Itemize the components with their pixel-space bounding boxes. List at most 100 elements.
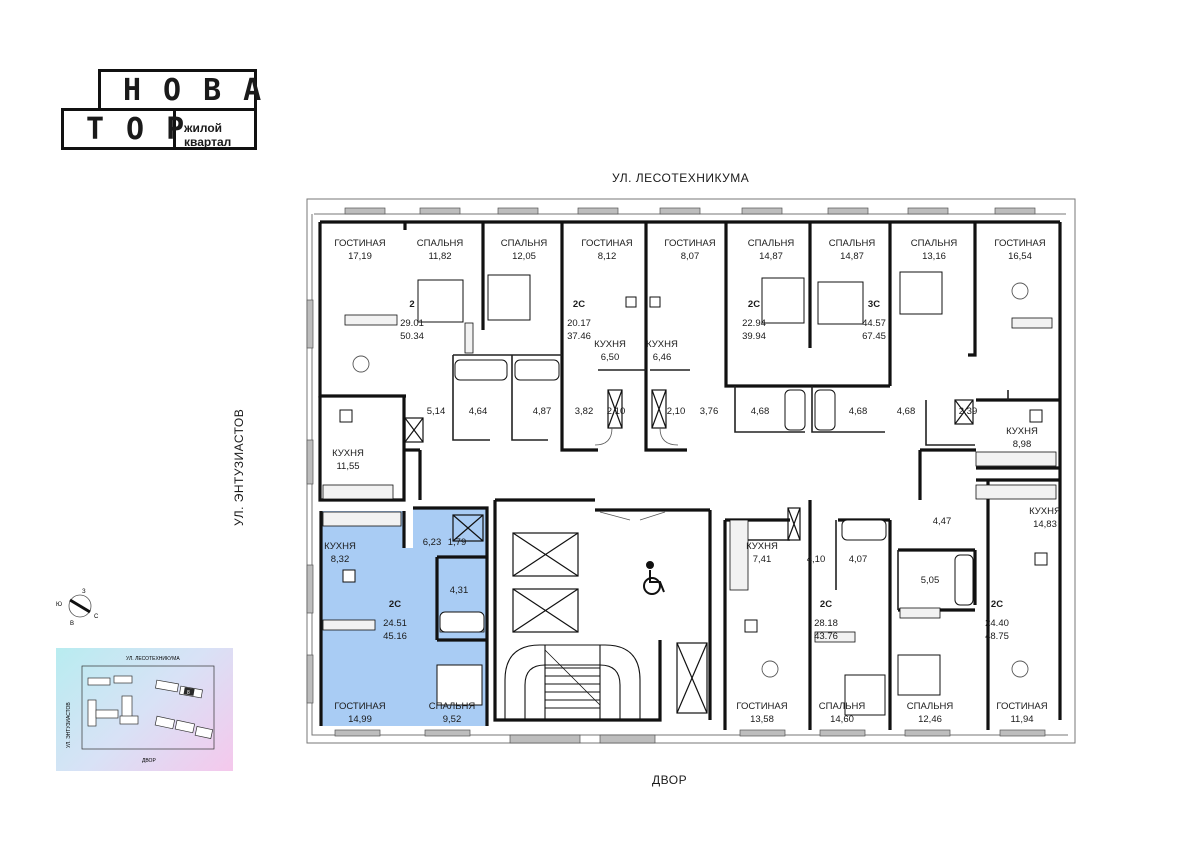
room-name: СПАЛЬНЯ xyxy=(906,701,954,712)
room-label: КУХНЯ 8,32 xyxy=(324,540,356,566)
wheelchair-icon xyxy=(643,561,665,595)
room-area: 14,83 xyxy=(1033,519,1057,530)
room-area: 14,99 xyxy=(348,714,372,725)
room-name: КУХНЯ xyxy=(746,541,778,552)
room-name: КУХНЯ xyxy=(1006,426,1038,437)
room-name: СПАЛЬНЯ xyxy=(910,238,958,249)
room-label: КУХНЯ 8,98 xyxy=(1006,425,1038,451)
room-name: СПАЛЬНЯ xyxy=(416,238,464,249)
room-name: ГОСТИНАЯ xyxy=(581,238,633,249)
room-label: СПАЛЬНЯ 14,87 xyxy=(829,237,875,263)
room-area: 17,19 xyxy=(348,251,372,262)
apartment-type: 2С xyxy=(572,299,586,310)
room-label: СПАЛЬНЯ 11,82 xyxy=(417,237,463,263)
minimap-bottom-label: ДВОР xyxy=(142,758,156,764)
room-area: 12,05 xyxy=(512,251,536,262)
room-name: КУХНЯ xyxy=(646,339,678,350)
room-name: КУХНЯ xyxy=(332,448,364,459)
area-label: 2,10 xyxy=(667,405,686,418)
area-label: 6,23 xyxy=(423,536,442,549)
area-value: 4,68 xyxy=(750,406,770,417)
room-name: СПАЛЬНЯ xyxy=(747,238,795,249)
apartment-type: 2С xyxy=(819,599,833,610)
logo-subtitle-line2: квартал xyxy=(184,135,232,149)
minimap: УЛ. ЛЕСОТЕХНИКУМА ДВОР УЛ. ЭНТУЗИАСТОВ 8 xyxy=(56,648,233,771)
area-label: 4,87 xyxy=(533,405,552,418)
compass-n: З xyxy=(82,589,86,595)
apartment-total-area: 45.16 xyxy=(383,631,407,642)
room-area: 14,60 xyxy=(830,714,854,725)
room-name: ГОСТИНАЯ xyxy=(996,701,1048,712)
area-value: 4,47 xyxy=(932,516,952,527)
apartment-type: 2 xyxy=(409,299,415,310)
room-name: ГОСТИНАЯ xyxy=(736,701,788,712)
room-area: 9,52 xyxy=(442,714,462,725)
room-label: КУХНЯ 14,83 xyxy=(1029,505,1061,531)
room-area: 8,07 xyxy=(680,251,700,262)
area-label: 2,39 xyxy=(959,405,978,418)
area-label: 5,14 xyxy=(427,405,446,418)
apartment-type: 2С xyxy=(747,299,761,310)
apartment-living-area: 24.51 xyxy=(383,618,407,629)
apartment-living-area: 29.01 xyxy=(400,318,424,329)
compass-e: С xyxy=(94,614,99,620)
room-area: 8,98 xyxy=(1012,439,1032,450)
area-value: 3,82 xyxy=(574,406,594,417)
area-value: 4,68 xyxy=(848,406,868,417)
apartment-type: 2С xyxy=(388,599,402,610)
street-top-label: УЛ. ЛЕСОТЕХНИКУМА xyxy=(612,171,750,185)
area-label: 4,68 xyxy=(897,405,916,418)
street-bottom-label: ДВОР xyxy=(652,773,688,787)
room-label: СПАЛЬНЯ 9,52 xyxy=(429,700,475,726)
room-area: 13,58 xyxy=(750,714,774,725)
area-label: 4,68 xyxy=(849,405,868,418)
room-area: 11,82 xyxy=(428,251,452,262)
logo-line1: НОВА xyxy=(123,72,284,108)
room-label: КУХНЯ 11,55 xyxy=(332,447,364,473)
room-name: СПАЛЬНЯ xyxy=(828,238,876,249)
room-name: КУХНЯ xyxy=(324,541,356,552)
apartment-summary: 2С 24.51 45.16 xyxy=(383,598,407,643)
room-area: 11,55 xyxy=(336,461,360,472)
room-area: 14,87 xyxy=(840,251,864,262)
area-value: 5,14 xyxy=(426,406,446,417)
room-name: ГОСТИНАЯ xyxy=(334,701,386,712)
area-value: 6,23 xyxy=(422,537,442,548)
area-value: 3,76 xyxy=(699,406,719,417)
apartment-total-area: 67.45 xyxy=(862,331,886,342)
room-area: 8,32 xyxy=(330,554,350,565)
compass-icon: З С В Ю xyxy=(56,589,99,627)
minimap-top-label: УЛ. ЛЕСОТЕХНИКУМА xyxy=(126,656,180,662)
room-name: СПАЛЬНЯ xyxy=(428,701,476,712)
compass-w: Ю xyxy=(56,602,62,608)
room-area: 12,46 xyxy=(918,714,942,725)
area-label: 5,05 xyxy=(921,574,940,587)
area-value: 1,79 xyxy=(447,537,467,548)
area-label: 4,10 xyxy=(807,553,826,566)
logo-frame-right xyxy=(172,108,257,150)
area-label: 4,64 xyxy=(469,405,488,418)
area-value: 2,10 xyxy=(666,406,686,417)
logo-line2: ТОР xyxy=(86,111,207,147)
room-area: 16,54 xyxy=(1008,251,1032,262)
apartment-total-area: 50.34 xyxy=(400,331,424,342)
apartment-summary: 2 29.01 50.34 xyxy=(400,298,424,343)
room-name: КУХНЯ xyxy=(1029,506,1061,517)
room-label: ГОСТИНАЯ 14,99 xyxy=(334,700,385,726)
minimap-marker: 8 xyxy=(187,690,190,696)
room-area: 7,41 xyxy=(752,554,772,565)
logo-bottom-box: ТОР xyxy=(61,108,184,150)
